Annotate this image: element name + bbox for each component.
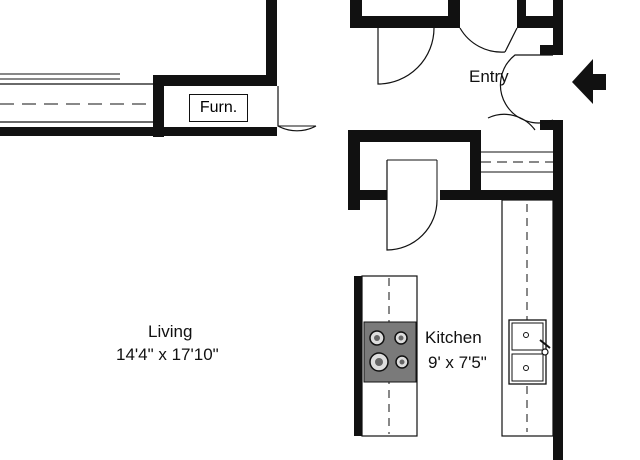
wall	[266, 0, 277, 86]
wall	[553, 0, 563, 55]
wall	[360, 190, 387, 200]
wall	[540, 120, 554, 130]
entry-room-name: Entry	[469, 67, 509, 86]
window-line	[0, 73, 160, 123]
wall	[553, 120, 563, 460]
door-swing	[386, 160, 438, 251]
entry-arrow-icon	[572, 59, 606, 104]
cooktop-icon	[363, 321, 417, 383]
wall	[440, 190, 554, 200]
door-swing	[459, 27, 506, 53]
wall	[153, 75, 164, 137]
wall	[350, 16, 460, 28]
wall	[540, 45, 554, 55]
closet-shelf	[481, 151, 553, 173]
wall	[448, 0, 460, 28]
wall	[348, 130, 470, 142]
wall	[153, 75, 277, 86]
door-swing	[487, 113, 536, 131]
wall	[517, 0, 526, 28]
double-sink-icon	[508, 319, 547, 385]
door-swing	[499, 54, 554, 124]
furnace-label-box: Furn.	[189, 94, 248, 122]
furnace-label: Furn.	[199, 99, 238, 116]
kitchen-room-dimensions: 9' x 7'5"	[428, 353, 487, 372]
door-swing	[377, 27, 435, 85]
living-room-name: Living	[148, 322, 193, 341]
walls	[0, 0, 563, 460]
cooktop-counter	[354, 275, 418, 437]
living-room-dimensions: 14'4" x 17'10"	[116, 345, 219, 364]
kitchen-room-name: Kitchen	[425, 328, 482, 347]
sink-counter	[501, 199, 554, 437]
wall	[348, 130, 360, 210]
door-swing	[277, 86, 317, 132]
wall	[0, 127, 277, 136]
wall	[470, 130, 481, 200]
wall	[517, 16, 562, 28]
door-swings	[277, 27, 554, 251]
